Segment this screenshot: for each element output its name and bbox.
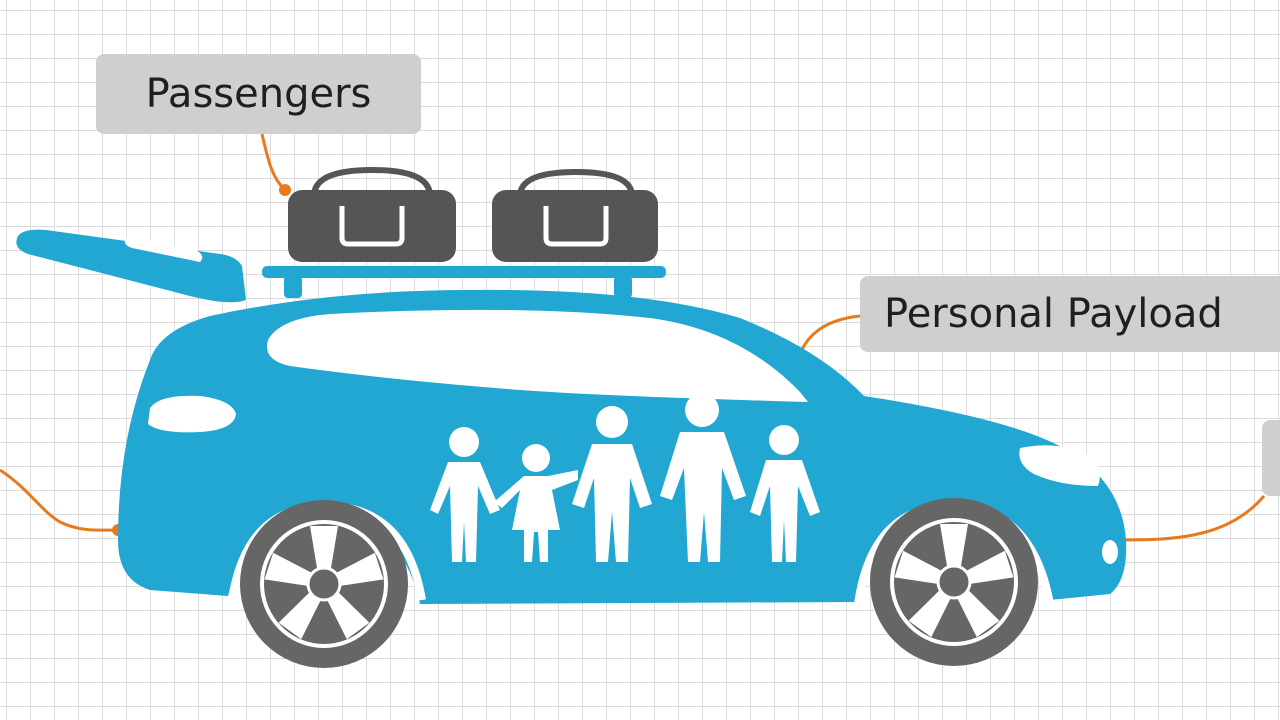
- roof-rack: [262, 266, 666, 298]
- callout-passengers: Passengers: [96, 54, 421, 134]
- leader-line-right: [1123, 495, 1266, 542]
- callout-personal-payload: Personal Payload: [860, 276, 1280, 352]
- rear-wheel: [240, 500, 408, 668]
- trunk-lid: [16, 229, 247, 303]
- trunk-lid-window: [124, 236, 203, 262]
- person-icon: [660, 393, 746, 562]
- person-icon: [572, 406, 652, 562]
- side-window: [266, 309, 808, 402]
- front-wheel: [870, 498, 1038, 666]
- person-icon: [494, 444, 578, 562]
- callout-partial-right: [1262, 420, 1280, 496]
- passengers-group: [430, 393, 820, 562]
- person-icon: [430, 427, 500, 562]
- fog-light: [1102, 540, 1118, 564]
- rear-light: [148, 395, 236, 433]
- leader-dot-passengers: [279, 184, 291, 196]
- person-icon: [750, 425, 820, 562]
- headlight: [1019, 445, 1100, 486]
- leader-line-passengers: [260, 133, 287, 192]
- duffel-bag-icon: [492, 168, 658, 262]
- duffel-bag-icon: [288, 166, 456, 262]
- leader-line-left: [0, 468, 119, 532]
